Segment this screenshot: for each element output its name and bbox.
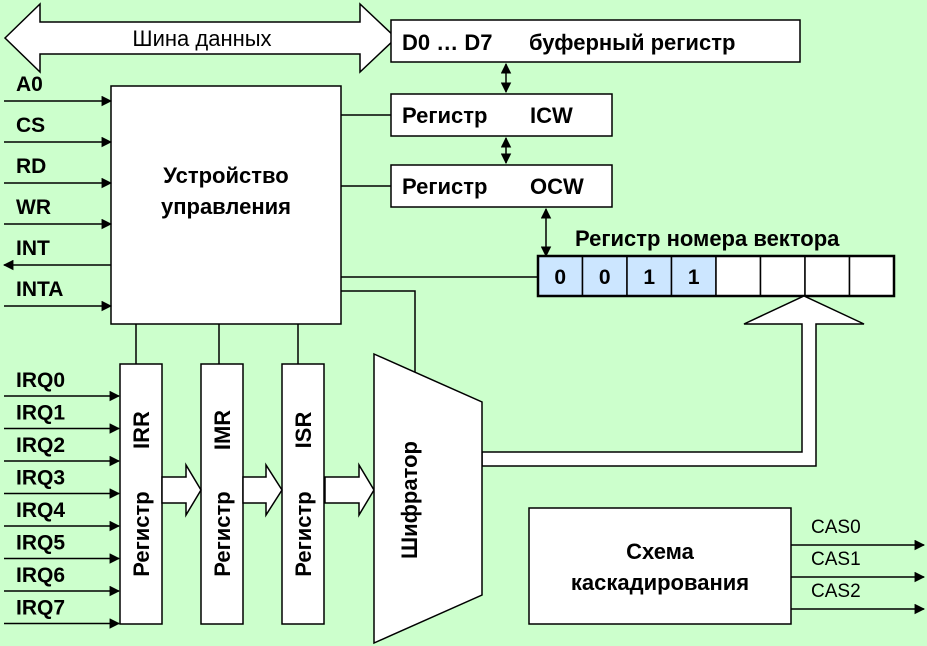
register-name: ISR [291,412,316,449]
pin-a0-label: A0 [16,73,43,96]
vector-bit-cell [848,255,895,297]
vector-bit-value: 1 [688,266,700,289]
vector-bit-cell [759,255,806,297]
control-links [135,114,538,375]
isr-to-encoder-arrow [324,462,375,518]
register-isr: ISR Регистр [281,363,325,625]
ocw-word: Регистр [402,174,488,199]
irq-label: IRQ3 [16,467,65,490]
pin-cs-label: CS [16,114,45,137]
cas-label: CAS1 [811,549,861,570]
register-imr: IMR Регистр [200,363,244,625]
pin-int-label: INT [16,237,50,260]
register-word: Регистр [291,491,316,577]
register-name: IRR [129,411,154,449]
irq-label: IRQ6 [16,564,65,587]
register-flow-arrows [161,462,375,518]
vector-bit-value: 0 [599,266,611,289]
vector-register-frame [536,254,896,298]
register-word: Регистр [129,491,154,577]
icw-name: ICW [530,103,573,128]
encoder-to-vector-arrow [481,295,865,467]
data-bus: Шина данных [3,2,398,74]
buffer-label: буферный регистр [529,30,735,55]
cas-label: CAS0 [811,517,861,538]
pin-rd-label: RD [16,155,46,178]
irq-label: IRQ2 [16,434,65,457]
irq-label: IRQ7 [16,597,65,620]
vector-register: Регистр номера вектора 0 0 1 1 [536,226,896,298]
register-word: Регистр [210,491,235,577]
vector-bit-cell [804,255,851,297]
register-irr: IRR Регистр [119,363,163,625]
pin-inta-label: INTA [16,278,63,301]
control-unit-line2: управления [161,194,291,219]
data-bus-label: Шина данных [132,26,271,51]
pin-wr-label: WR [16,196,51,219]
vector-register-title: Регистр номера вектора [575,226,840,251]
encoder: Шифратор [373,352,483,645]
register-name: IMR [210,410,235,450]
irq-label: IRQ5 [16,532,65,555]
control-unit: Устройство управления [110,85,342,325]
vector-bit-value: 1 [643,266,655,289]
vector-bit-cell [715,255,762,297]
encoder-label: Шифратор [397,441,422,559]
control-unit-line1: Устройство [163,163,288,188]
irq-label: IRQ0 [16,369,65,392]
ocw-name: OCW [530,174,584,199]
registers: IRR Регистр IMR Регистр ISR Регистр [119,363,325,625]
imr-to-isr-arrow [242,462,283,518]
buffer-register: D0 … D7 буферный регистр [390,19,801,63]
cascade-line2: каскадирования [571,570,749,595]
internal-bus-arrows [500,62,552,258]
cascade-line1: Схема [626,539,695,564]
irq-label: IRQ1 [16,402,65,425]
vector-bit-value: 0 [554,266,566,289]
ocw-register: Регистр OCW [390,164,613,208]
icw-register: Регистр ICW [390,93,613,137]
irq-label: IRQ4 [16,499,65,522]
icw-word: Регистр [402,103,488,128]
cas-label: CAS2 [811,581,861,602]
irr-to-imr-arrow [161,462,202,518]
buffer-pins: D0 … D7 [402,30,492,55]
